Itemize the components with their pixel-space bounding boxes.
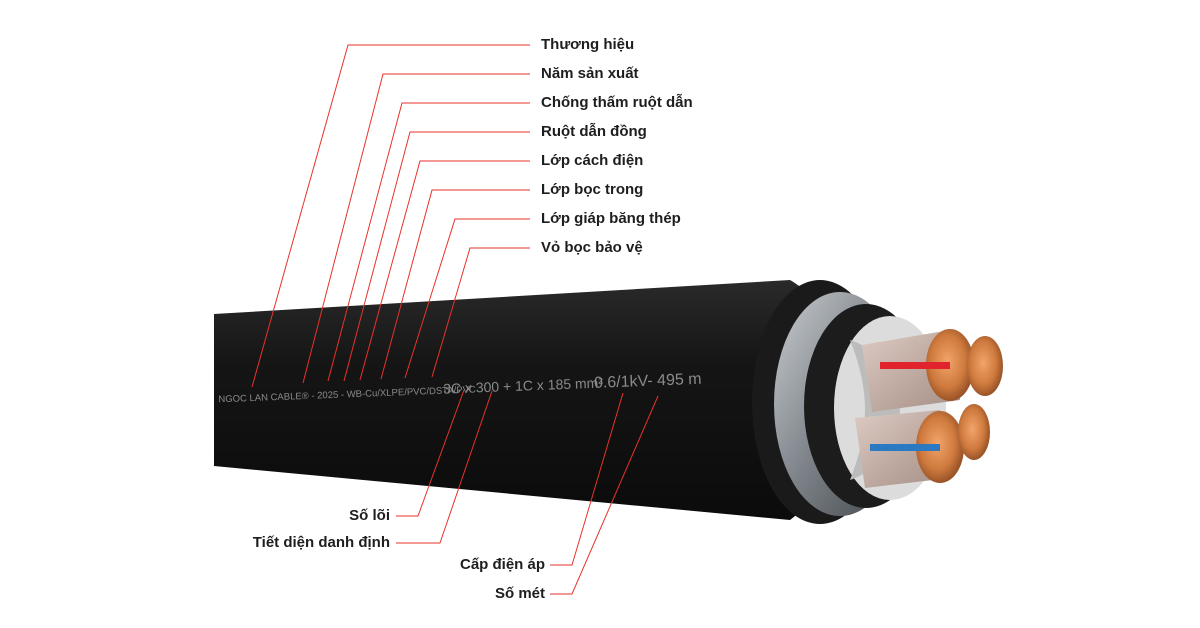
label-outer-sheath: Vỏ bọc bảo vệ — [541, 239, 643, 256]
leader-line-outer-sheath — [431, 247, 530, 378]
label-number-of-cores: Số lõi — [349, 507, 390, 524]
leader-lines — [251, 44, 659, 595]
cable-print-part3: 0.6/1kV- 495 m — [594, 371, 702, 392]
label-brand: Thương hiệu — [541, 36, 635, 53]
label-water-blocking: Chống thấm ruột dẫn — [541, 94, 693, 111]
leader-line-year — [302, 73, 530, 384]
label-steel-tape-armour: Lớp giáp băng thép — [541, 210, 681, 227]
red-phase-marker — [880, 362, 950, 369]
label-copper-conductor: Ruột dẫn đồng — [541, 123, 647, 140]
copper-conductor — [958, 404, 990, 460]
label-inner-bedding: Lớp bọc trong — [541, 181, 644, 198]
copper-conductor — [967, 336, 1003, 396]
label-manufacture-year: Năm sản xuất — [541, 65, 639, 82]
blue-neutral-marker — [870, 444, 940, 451]
leader-line-cross-section — [396, 390, 493, 544]
cable-print-part2: 3C x 300 + 1C x 185 mm² — [443, 375, 604, 397]
leader-line-cores — [396, 389, 465, 517]
label-nominal-cross-section: Tiết diện danh định — [252, 534, 390, 551]
leader-line-steel-armour — [404, 218, 530, 379]
leader-line-water-blocking — [327, 102, 530, 382]
leader-line-copper-conductor — [343, 131, 530, 382]
label-voltage-rating: Cấp điện áp — [459, 556, 545, 573]
conductor-cores — [855, 329, 1003, 488]
label-insulation: Lớp cách điện — [541, 152, 644, 169]
cable-outer-sheath — [214, 280, 847, 520]
leader-line-brand — [251, 44, 530, 388]
leader-line-insulation — [359, 160, 530, 381]
label-meter-count: Số mét — [494, 585, 545, 602]
leader-line-voltage — [550, 392, 624, 566]
leader-line-inner-bedding — [380, 189, 530, 380]
leader-line-length — [550, 395, 659, 595]
